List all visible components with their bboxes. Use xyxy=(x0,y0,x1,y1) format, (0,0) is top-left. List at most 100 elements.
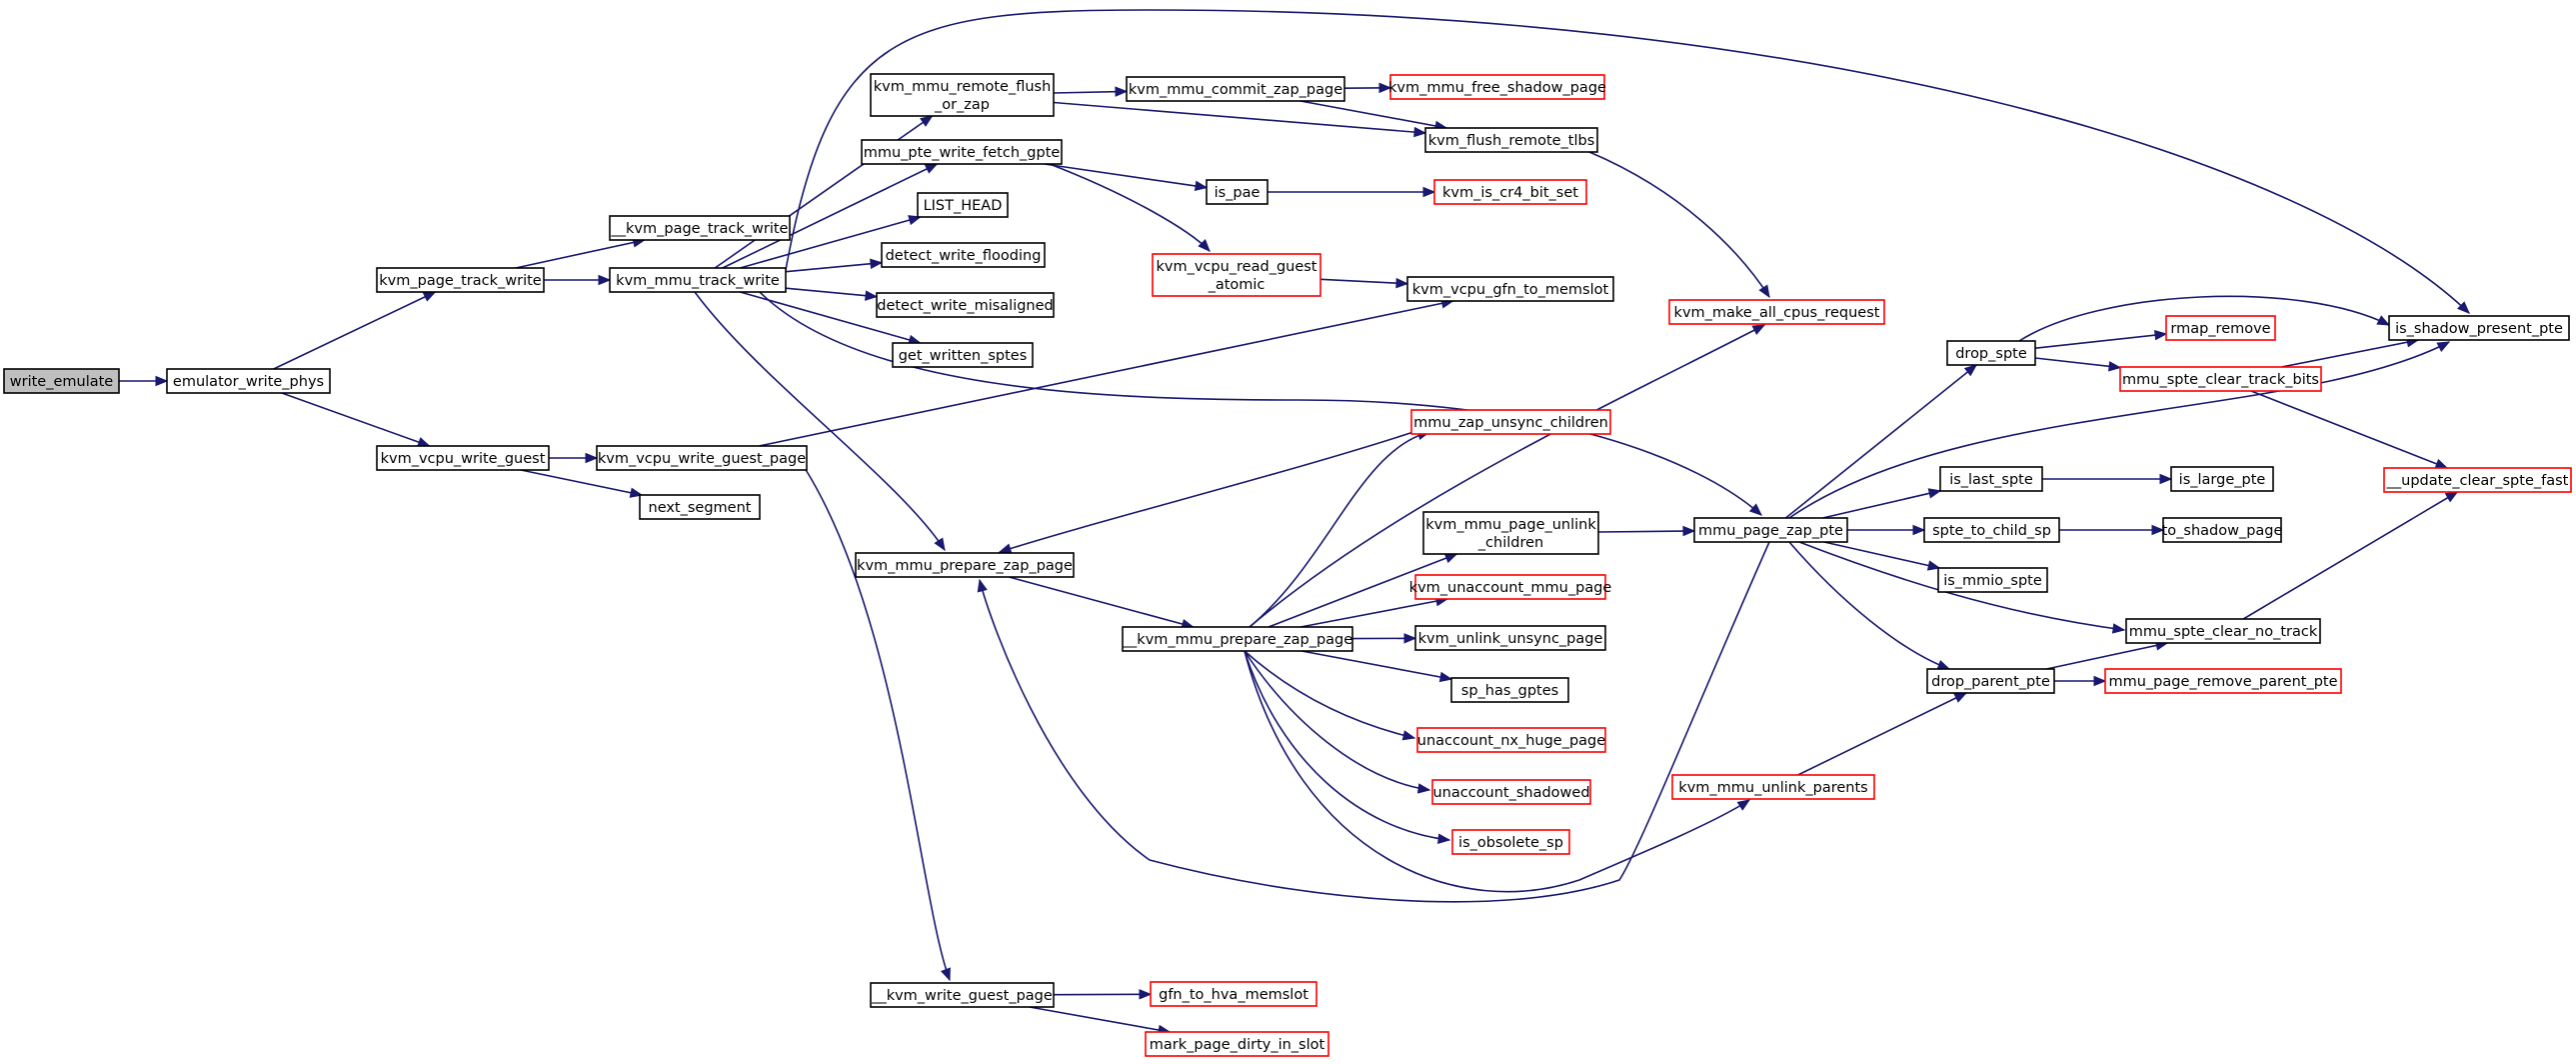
node-drop-parent-pte[interactable]: drop_parent_pte xyxy=(1926,668,2055,694)
node-is-obsolete-sp[interactable]: is_obsolete_sp xyxy=(1451,829,1570,855)
node-label: __update_clear_spte_fast xyxy=(2386,473,2569,489)
node-mmu-spte-clear-no-track[interactable]: mmu_spte_clear_no_track xyxy=(2125,618,2321,644)
arrowhead xyxy=(977,578,988,593)
edge-kvm_mmu_track_write-to-detect_write_misaligned xyxy=(785,287,879,301)
edge-mmu_page_zap_pte-to-is_mmio_spte xyxy=(1823,541,1941,571)
node-spte-to-child-sp[interactable]: spte_to_child_sp xyxy=(1923,517,2060,543)
node-kvm-unlink-unsync-page[interactable]: kvm_unlink_unsync_page xyxy=(1414,625,1606,651)
node-kvm-mmu-page-unlink-children[interactable]: kvm_mmu_page_unlink_children xyxy=(1422,511,1599,555)
edge-line xyxy=(1268,553,1457,628)
node-is-pae[interactable]: is_pae xyxy=(1206,179,1269,205)
edge-line xyxy=(1319,278,1408,285)
node---kvm-write-guest-page[interactable]: __kvm_write_guest_page xyxy=(870,982,1055,1008)
node-mmu-page-zap-pte[interactable]: mmu_page_zap_pte xyxy=(1693,517,1848,543)
node---kvm-mmu-prepare-zap-page[interactable]: __kvm_mmu_prepare_zap_page xyxy=(1122,626,1353,652)
node-detect-write-misaligned[interactable]: detect_write_misaligned xyxy=(876,292,1055,318)
node-kvm-unaccount-mmu-page[interactable]: kvm_unaccount_mmu_page xyxy=(1409,574,1612,600)
arrowhead xyxy=(2444,491,2459,503)
edge-kvm_vcpu_write_guest-to-kvm_vcpu_write_guest_page xyxy=(549,452,599,464)
edge-is_pae-to-kvm_is_cr4_bit_set xyxy=(1268,186,1436,198)
node-box xyxy=(1152,253,1321,297)
node-mmu-spte-clear-track-bits[interactable]: mmu_spte_clear_track_bits xyxy=(2119,366,2322,392)
node-is-last-spte[interactable]: is_last_spte xyxy=(1939,466,2043,492)
edge-kvm_mmu_track_write-to-detect_write_flooding xyxy=(785,258,884,273)
node-detect-write-flooding[interactable]: detect_write_flooding xyxy=(881,242,1046,268)
arrowhead xyxy=(2093,675,2107,687)
node-box xyxy=(609,215,791,241)
node-to-shadow-page[interactable]: to_shadow_page xyxy=(2162,517,2283,543)
node-kvm-mmu-free-shadow-page[interactable]: kvm_mmu_free_shadow_page xyxy=(1388,74,1606,100)
node-kvm-vcpu-read-guest-atomic[interactable]: kvm_vcpu_read_guest_atomic xyxy=(1152,253,1321,297)
edge-line xyxy=(1049,163,1211,252)
node-kvm-page-track-write[interactable]: kvm_page_track_write xyxy=(376,267,545,293)
node-drop-spte[interactable]: drop_spte xyxy=(1946,340,2036,366)
edge-line xyxy=(1053,90,1128,94)
node-label: write_emulate xyxy=(10,374,114,390)
node-mmu-page-remove-parent-pte[interactable]: mmu_page_remove_parent_pte xyxy=(2104,668,2342,694)
edge-line xyxy=(2242,491,2458,620)
node-mark-page-dirty-in-slot[interactable]: mark_page_dirty_in_slot xyxy=(1145,1031,1329,1057)
node-label: mmu_spte_clear_no_track xyxy=(2129,624,2318,640)
node-box xyxy=(639,494,761,520)
node-label: kvm_vcpu_write_guest_page xyxy=(598,451,806,467)
node-rmap-remove[interactable]: rmap_remove xyxy=(2165,315,2276,341)
node-is-mmio-spte[interactable]: is_mmio_spte xyxy=(1937,567,2048,593)
edge-__kvm_write_guest_page-to-mark_page_dirty_in_slot xyxy=(1029,1006,1172,1036)
node-is-large-pte[interactable]: is_large_pte xyxy=(2170,466,2274,492)
arrowhead xyxy=(1378,82,1392,94)
node-next-segment[interactable]: next_segment xyxy=(639,494,761,520)
node-box xyxy=(1671,774,1875,800)
node-kvm-vcpu-write-guest[interactable]: kvm_vcpu_write_guest xyxy=(376,445,550,471)
node-box xyxy=(1416,727,1606,753)
edge-__kvm_mmu_prepare_zap_page-to-kvm_unaccount_mmu_page xyxy=(1299,595,1449,628)
node-kvm-mmu-track-write[interactable]: kvm_mmu_track_write xyxy=(609,267,787,293)
arrowhead xyxy=(1953,692,1968,703)
node-box xyxy=(376,267,545,293)
arrowhead xyxy=(1401,730,1416,741)
edge-line xyxy=(1053,101,1426,134)
edge-spte_to_child_sp-to-to_shadow_page xyxy=(2059,524,2165,536)
node-box xyxy=(1410,409,1611,435)
node-kvm-make-all-cpus-request[interactable]: kvm_make_all_cpus_request xyxy=(1668,299,1885,325)
node-label: drop_parent_pte xyxy=(1931,674,2050,690)
arrowhead xyxy=(1194,180,1209,192)
node-kvm-mmu-unlink-parents[interactable]: kvm_mmu_unlink_parents xyxy=(1671,774,1875,800)
node-label: is_shadow_present_pte xyxy=(2395,321,2563,337)
node-kvm-mmu-remote-flush-or-zap[interactable]: kvm_mmu_remote_flush_or_zap xyxy=(870,73,1055,117)
node-mmu-pte-write-fetch-gpte[interactable]: mmu_pte_write_fetch_gpte xyxy=(861,139,1063,165)
node-kvm-vcpu-gfn-to-memslot[interactable]: kvm_vcpu_gfn_to_memslot xyxy=(1406,276,1614,302)
node-label: unaccount_nx_huge_page xyxy=(1417,733,1605,749)
node-gfn-to-hva-memslot[interactable]: gfn_to_hva_memslot xyxy=(1150,981,1317,1007)
node-kvm-is-cr4-bit-set[interactable]: kvm_is_cr4_bit_set xyxy=(1433,179,1587,205)
node-sp-has-gptes[interactable]: sp_has_gptes xyxy=(1450,677,1569,703)
node-LIST-HEAD[interactable]: LIST_HEAD xyxy=(917,192,1009,218)
node-label: __kvm_mmu_prepare_zap_page xyxy=(1122,632,1352,648)
node-emulator-write-phys[interactable]: emulator_write_phys xyxy=(166,368,331,394)
node-unaccount-shadowed[interactable]: unaccount_shadowed xyxy=(1431,779,1591,805)
function-nodes: write_emulate emulator_write_phys kvm_page… xyxy=(3,73,2572,1057)
node-kvm-flush-remote-tlbs[interactable]: kvm_flush_remote_tlbs xyxy=(1424,127,1598,153)
node-box xyxy=(917,192,1009,218)
arrowhead xyxy=(865,290,879,301)
node-box xyxy=(1450,677,1569,703)
node-mmu-zap-unsync-children[interactable]: mmu_zap_unsync_children xyxy=(1410,409,1611,435)
edge-line xyxy=(1300,650,1452,680)
node-write-emulate[interactable]: write_emulate xyxy=(3,368,120,394)
node-kvm-mmu-commit-zap-page[interactable]: kvm_mmu_commit_zap_page xyxy=(1126,76,1345,102)
arrowhead xyxy=(1139,989,1153,1000)
edge-line xyxy=(759,300,1453,447)
node-kvm-mmu-prepare-zap-page[interactable]: kvm_mmu_prepare_zap_page xyxy=(855,552,1075,578)
edge-line xyxy=(1798,541,2125,631)
edge-line xyxy=(785,261,883,273)
node-label: rmap_remove xyxy=(2170,321,2270,337)
node-unaccount-nx-huge-page[interactable]: unaccount_nx_huge_page xyxy=(1416,727,1606,753)
node-is-shadow-present-pte[interactable]: is_shadow_present_pte xyxy=(2388,315,2570,341)
node---update-clear-spte-fast[interactable]: __update_clear_spte_fast xyxy=(2383,467,2572,493)
node---kvm-page-track-write[interactable]: __kvm_page_track_write xyxy=(609,215,791,241)
edge-drop_parent_pte-to-mmu_page_remove_parent_pte xyxy=(2054,675,2107,687)
edge-line xyxy=(2034,357,2121,369)
arrowhead xyxy=(2434,458,2449,469)
node-box xyxy=(1926,668,2055,694)
node-kvm-vcpu-write-guest-page[interactable]: kvm_vcpu_write_guest_page xyxy=(596,445,808,471)
node-get-written-sptes[interactable]: get_written_sptes xyxy=(892,342,1034,368)
